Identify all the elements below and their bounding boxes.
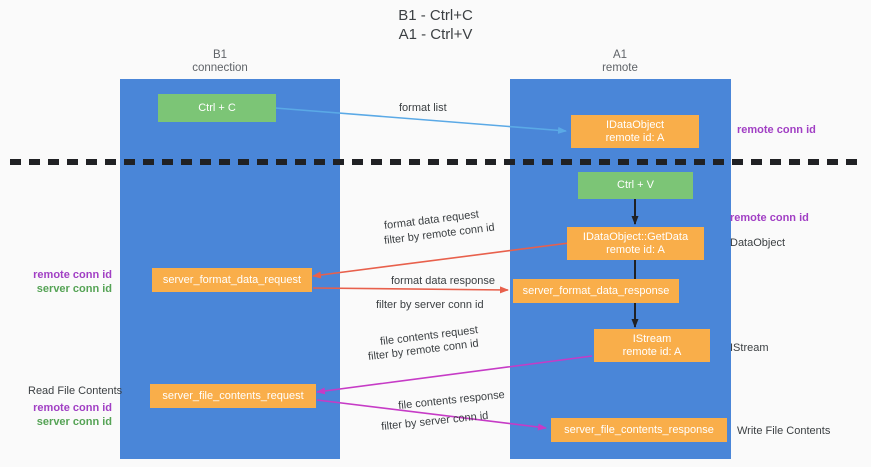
node-server-format-data-request[interactable]: server_format_data_request [152,268,312,292]
filter-key-server-conn-id: server conn id [414,299,484,311]
annotation-left-remote-conn-id-2: remote conn id [33,402,112,414]
title-line-2: A1 - Ctrl+V [398,26,473,43]
node-istream-label: IStream [632,332,672,345]
node-getdata-remote-id: remote id: A [606,243,665,256]
annotation-right-write-file-contents: Write File Contents [737,425,831,437]
node-istream[interactable]: IStream remote id: A [594,329,710,362]
annotation-left-conn-ids-top: remote conn id server conn id [0,268,112,296]
node-idataobject-remote-id: remote id: A [605,131,665,144]
annotation-left-server-conn-id-2: server conn id [36,416,112,428]
diagram-title: B1 - Ctrl+C A1 - Ctrl+V [0,6,871,44]
edge-label-format-list: format list [399,102,447,114]
annotation-left-remote-conn-id-1: remote conn id [33,269,112,281]
arrow-format-data-request [312,242,570,279]
node-ctrl-v-label: Ctrl + V [617,179,654,191]
arrow-file-contents-response [316,399,547,431]
node-ctrl-c[interactable]: Ctrl + C [158,94,276,122]
lane-header-b1: B1 connection [150,49,290,75]
node-ctrl-v[interactable]: Ctrl + V [578,172,693,199]
node-server-file-contents-request[interactable]: server_file_contents_request [150,384,316,408]
node-server-file-contents-request-label: server_file_contents_request [162,389,304,402]
annotation-right-istream: IStream [730,342,769,354]
node-server-format-data-request-label: server_format_data_request [162,273,302,286]
node-server-format-data-response[interactable]: server_format_data_response [513,279,679,303]
title-line-1: B1 - Ctrl+C [398,7,473,24]
node-server-file-contents-response-label: server_file_contents_response [564,423,714,436]
annotation-left-conn-ids-bottom: remote conn id server conn id [0,401,112,429]
edge-label-format-data-response-filter: filter by server conn id [376,298,484,312]
lane-header-a1-subtitle: remote [602,62,638,74]
annotation-right-remote-conn-id-mid: remote conn id [730,212,809,224]
edge-label-format-data-response: format data response [391,275,495,287]
lane-header-a1: A1 remote [550,49,690,75]
node-getdata-label: IDataObject::GetData [582,230,689,243]
arrow-file-contents-request [316,355,593,395]
node-server-format-data-response-label: server_format_data_response [522,284,670,297]
node-idataobject-getdata[interactable]: IDataObject::GetData remote id: A [567,227,704,260]
node-server-file-contents-response[interactable]: server_file_contents_response [551,418,727,442]
node-idataobject[interactable]: IDataObject remote id: A [571,115,699,148]
node-idataobject-label: IDataObject [605,118,665,131]
lane-header-a1-title: A1 [612,49,628,61]
filter-prefix: filter by [376,299,415,311]
arrow-format-list [274,107,567,134]
annotation-right-dataobject: DataObject [730,237,786,249]
node-istream-remote-id: remote id: A [622,345,682,358]
annotation-right-remote-conn-id-top: remote conn id [737,124,816,136]
annotation-left-server-conn-id-1: server conn id [36,283,112,295]
lane-header-b1-title: B1 [212,49,228,61]
arrow-format-data-response [312,286,509,294]
lane-header-b1-subtitle: connection [192,62,248,74]
node-ctrl-c-label: Ctrl + C [198,101,236,114]
annotation-left-read-file-contents: Read File Contents [28,385,123,397]
